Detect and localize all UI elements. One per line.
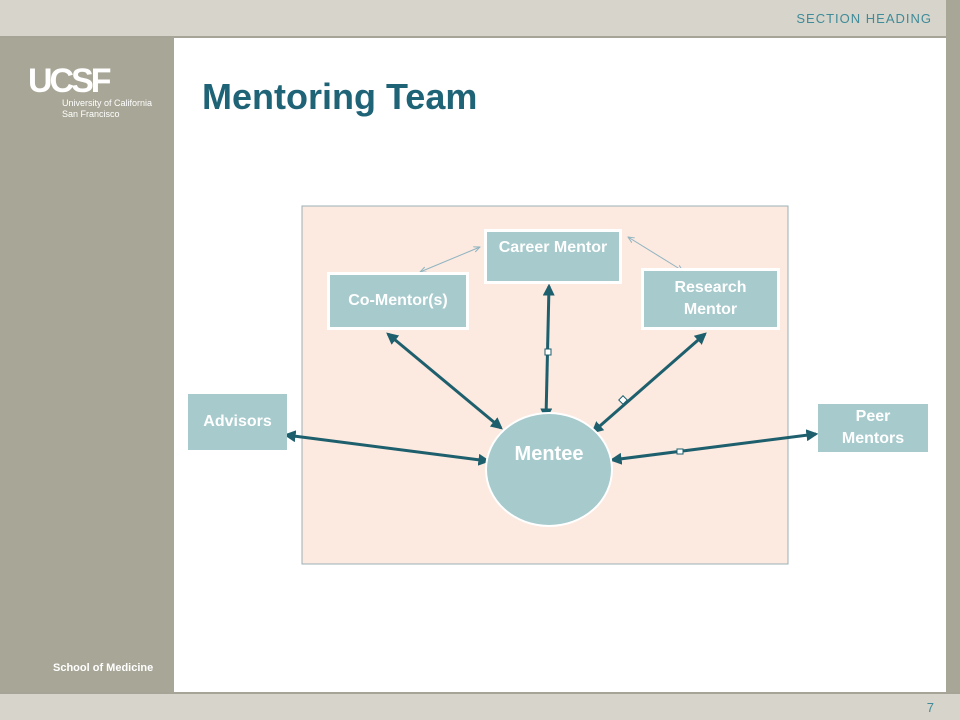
connector-career-research xyxy=(628,237,683,271)
logo-campus-line: San Francisco xyxy=(62,109,120,119)
node-peer-mentors: Peer Mentors xyxy=(818,404,928,452)
node-co-mentor-label: Co-Mentor(s) xyxy=(348,292,448,309)
top-bar: SECTION HEADING xyxy=(0,0,960,38)
arrow-research-mentee xyxy=(591,332,707,434)
arrow-advisors-mentee xyxy=(283,430,491,466)
logo-university-line: University of California xyxy=(62,98,153,108)
arrow-peer-mentee xyxy=(609,429,819,465)
arrow-comentor-mentee xyxy=(386,332,503,430)
logo-mark: UCSF xyxy=(28,62,112,100)
left-sidebar xyxy=(0,38,174,692)
node-career-mentor-label: Career Mentor xyxy=(498,238,608,256)
node-co-mentor: Co-Mentor(s) xyxy=(327,272,469,330)
page-number: 7 xyxy=(926,700,934,715)
ucsf-logo: UCSF University of California San Franci… xyxy=(28,64,152,120)
bottom-bar: 7 xyxy=(0,692,960,720)
slide-title: Mentoring Team xyxy=(202,76,478,117)
section-heading: SECTION HEADING xyxy=(796,11,932,26)
node-research-mentor-label: Research Mentor xyxy=(674,279,747,318)
node-advisors-label: Advisors xyxy=(203,413,272,430)
node-peer-mentors-label: Peer Mentors xyxy=(841,408,905,447)
arrow-handle xyxy=(544,348,552,356)
arrow-handle xyxy=(676,448,684,455)
node-advisors: Advisors xyxy=(188,394,287,450)
node-mentee: Mentee xyxy=(485,412,613,527)
node-career-mentor: Career Mentor xyxy=(484,229,622,284)
right-edge-strip xyxy=(946,0,960,720)
node-research-mentor: Research Mentor xyxy=(641,268,780,330)
arrow-handle xyxy=(618,395,628,405)
node-mentee-label: Mentee xyxy=(514,443,584,465)
school-name: School of Medicine xyxy=(53,662,154,674)
connector-career-comentor xyxy=(420,247,480,272)
